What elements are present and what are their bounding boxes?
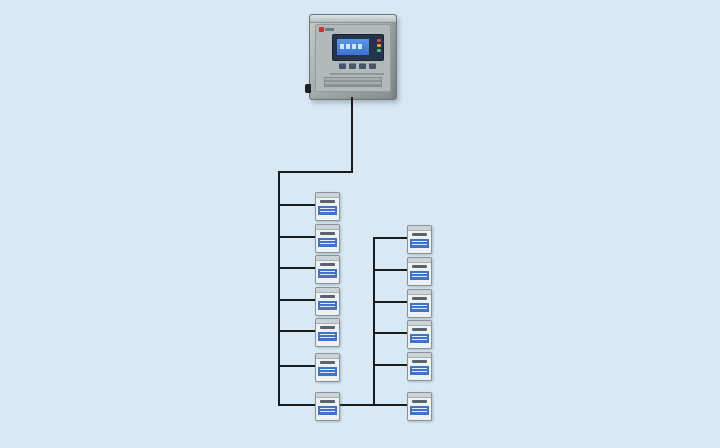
detector-label — [410, 334, 429, 343]
detector-label — [410, 366, 429, 375]
wire-segment — [278, 365, 317, 367]
detector-terminal-block — [412, 328, 427, 331]
wire-segment — [373, 269, 409, 271]
detector-terminal-block — [412, 265, 427, 268]
detector-label — [410, 303, 429, 312]
detector-label — [410, 271, 429, 280]
gas-detector-module — [315, 353, 340, 382]
gas-detector-module — [407, 225, 432, 254]
panel-text-line — [330, 73, 384, 75]
detector-terminal-block — [320, 200, 335, 203]
detector-label — [318, 367, 337, 376]
detector-label — [410, 239, 429, 248]
detector-top-cap — [316, 193, 339, 198]
detector-terminal-block — [412, 233, 427, 236]
detector-terminal-block — [412, 400, 427, 403]
detector-top-cap — [316, 393, 339, 398]
gas-detector-module — [407, 289, 432, 318]
wire-segment — [373, 237, 375, 406]
detector-top-cap — [316, 225, 339, 230]
detector-top-cap — [316, 288, 339, 293]
gas-detector-module — [407, 352, 432, 381]
detector-label — [318, 332, 337, 341]
gas-detector-module — [315, 287, 340, 316]
cable-gland — [305, 84, 311, 93]
detector-top-cap — [408, 321, 431, 326]
wire-segment — [373, 364, 409, 366]
gas-detector-module — [315, 192, 340, 221]
gas-detector-module — [407, 320, 432, 349]
gas-detector-module — [315, 224, 340, 253]
gas-detector-module — [407, 257, 432, 286]
panel-button — [368, 63, 376, 69]
detector-label — [318, 406, 337, 415]
detector-label — [318, 238, 337, 247]
lcd-screen — [337, 39, 369, 55]
detector-top-cap — [408, 290, 431, 295]
panel-button — [358, 63, 366, 69]
wire-segment — [278, 299, 317, 301]
detector-label — [318, 301, 337, 310]
detector-label — [318, 206, 337, 215]
detector-terminal-block — [412, 297, 427, 300]
controller-front-panel — [315, 24, 391, 92]
wire-segment — [278, 330, 317, 332]
brand-logo-icon — [319, 27, 335, 32]
detector-top-cap — [408, 393, 431, 398]
panel-button — [338, 63, 346, 69]
detector-label — [410, 406, 429, 415]
detector-top-cap — [408, 226, 431, 231]
detector-top-cap — [316, 256, 339, 261]
wire-segment — [351, 97, 353, 173]
detector-top-cap — [408, 258, 431, 263]
wire-segment — [373, 332, 409, 334]
wire-segment — [278, 171, 280, 406]
wire-segment — [338, 404, 375, 406]
detector-terminal-block — [412, 360, 427, 363]
wire-segment — [373, 301, 409, 303]
wire-segment — [278, 267, 317, 269]
detector-top-cap — [316, 319, 339, 324]
alarm-controller — [305, 14, 397, 100]
controller-display — [332, 34, 384, 61]
detector-top-cap — [316, 354, 339, 359]
gas-detector-module — [315, 318, 340, 347]
button-row — [332, 63, 382, 69]
detector-top-cap — [408, 353, 431, 358]
detector-terminal-block — [320, 232, 335, 235]
panel-button — [348, 63, 356, 69]
wire-segment — [278, 404, 317, 406]
detector-terminal-block — [320, 263, 335, 266]
detector-terminal-block — [320, 295, 335, 298]
detector-terminal-block — [320, 326, 335, 329]
wire-segment — [373, 237, 409, 239]
wire-segment — [278, 171, 353, 173]
controller-top-cap — [310, 15, 396, 23]
wire-segment — [373, 404, 409, 406]
detector-terminal-block — [320, 361, 335, 364]
wire-segment — [278, 236, 317, 238]
status-led-icons — [377, 39, 381, 52]
detector-label — [318, 269, 337, 278]
detector-terminal-block — [320, 400, 335, 403]
gas-detector-module — [315, 392, 340, 421]
gas-detector-module — [407, 392, 432, 421]
gas-detector-module — [315, 255, 340, 284]
wire-segment — [278, 204, 317, 206]
vent-slot — [324, 77, 382, 87]
